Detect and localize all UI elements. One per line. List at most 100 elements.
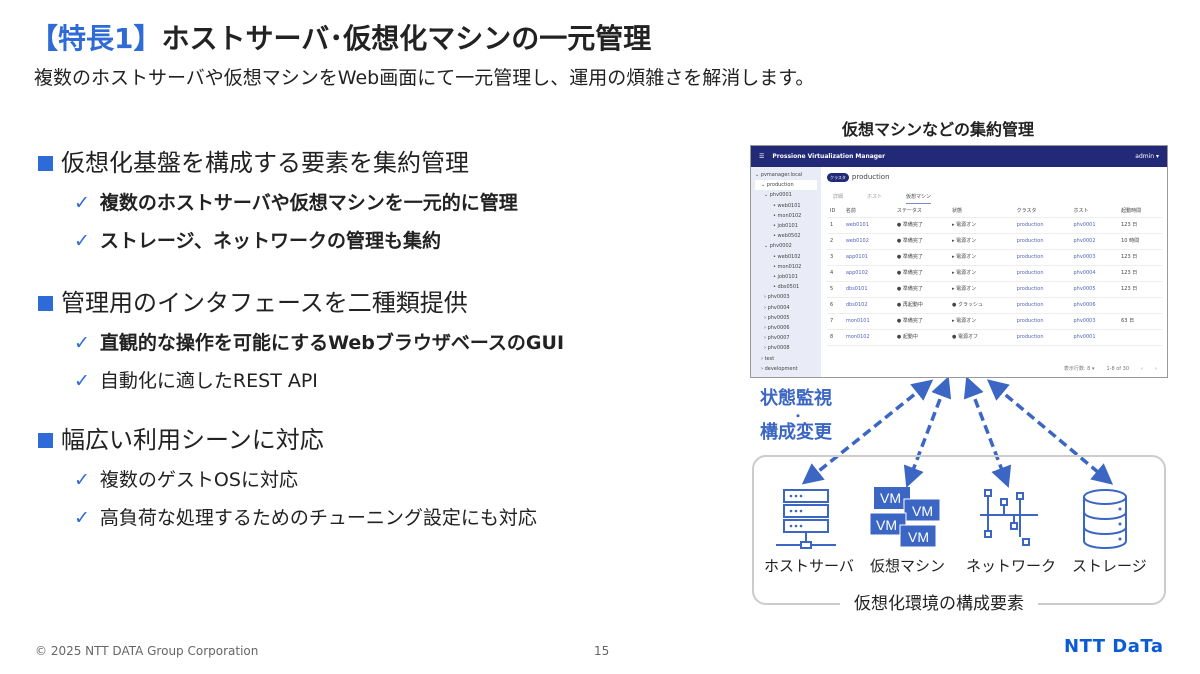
table-cell[interactable]: app0101 <box>842 249 894 266</box>
tree-item[interactable]: › phv0007 <box>764 335 790 342</box>
cluster-name: production <box>851 173 890 181</box>
table-cell[interactable]: production <box>1013 233 1071 250</box>
table-cell[interactable]: phv0005 <box>1070 281 1119 298</box>
table-cell: 3 <box>827 249 843 266</box>
environment-caption: 仮想化環境の構成要素 <box>840 594 1038 614</box>
table-cell[interactable]: phv0001 <box>1070 217 1119 234</box>
table-cell[interactable]: app0102 <box>842 265 894 282</box>
table-cell: ● 準備完了 <box>893 233 950 250</box>
table-cell: ● 準備完了 <box>893 249 950 266</box>
tree-item[interactable]: › development <box>761 365 798 372</box>
column-header[interactable]: 名前 <box>842 207 894 218</box>
tree-item[interactable]: › phv0005 <box>764 314 790 321</box>
tree-item[interactable]: ⌄ phv0002 <box>764 243 792 250</box>
table-cell[interactable]: production <box>1013 297 1071 314</box>
table-cell[interactable]: production <box>1013 281 1071 298</box>
tree-item[interactable]: › test <box>761 355 775 362</box>
next-page-button[interactable]: › <box>1155 366 1157 372</box>
tree-item[interactable]: • job0101 <box>773 223 798 230</box>
square-bullet-icon <box>38 432 53 448</box>
tree-item[interactable]: › phv0008 <box>764 345 790 352</box>
environment-icons: VM VM VM VM <box>776 487 1127 550</box>
tree-item[interactable]: • mon0102 <box>773 263 802 270</box>
table-cell: 5 <box>827 281 843 298</box>
title-tag: 【特長1】 <box>30 22 162 55</box>
tree-item[interactable]: › phv0006 <box>764 325 790 332</box>
tree-item[interactable]: • job0101 <box>773 274 798 281</box>
table-cell[interactable]: phv0003 <box>1070 249 1119 266</box>
label-network: ネットワーク <box>966 557 1057 575</box>
table-cell: ▸ 電源オン <box>949 217 1014 234</box>
table-cell: ▸ 電源オン <box>949 313 1014 330</box>
tab-details[interactable]: 詳細 <box>833 194 844 200</box>
table-cell[interactable]: production <box>1013 217 1071 234</box>
table-cell[interactable]: phv0004 <box>1070 265 1119 282</box>
tree-item[interactable]: • web0502 <box>773 233 801 240</box>
table-cell[interactable]: web0101 <box>842 217 894 234</box>
tree-item[interactable]: › phv0003 <box>764 294 790 301</box>
table-cell: 8 <box>827 329 843 346</box>
check-item: ✓直観的な操作を可能にするWebブラウザベースのGUI <box>74 330 564 356</box>
table-cell[interactable]: web0102 <box>842 233 894 250</box>
table-cell[interactable]: mon0102 <box>842 329 894 346</box>
table-cell[interactable]: phv0002 <box>1070 233 1119 250</box>
table-cell: ● 起動中 <box>893 329 950 346</box>
column-header[interactable]: ID <box>827 207 843 218</box>
app-title: Prossione Virtualization Manager <box>772 153 886 160</box>
user-menu[interactable]: admin ▾ <box>1135 153 1159 160</box>
column-header[interactable]: クラスタ <box>1013 207 1071 218</box>
server-icon <box>776 489 836 549</box>
table-cell: ▸ 電源オン <box>949 233 1014 250</box>
table-cell[interactable]: phv0006 <box>1070 297 1119 314</box>
tree-item[interactable]: ⌄ phv0001 <box>764 192 792 199</box>
table-cell[interactable]: phv0003 <box>1070 313 1119 330</box>
tab-hosts[interactable]: ホスト <box>867 194 883 200</box>
table-cell[interactable]: mon0101 <box>842 313 894 330</box>
section-heading-text: 管理用のインタフェースを二種類提供 <box>61 289 468 317</box>
tree-item[interactable]: • web0102 <box>773 253 801 260</box>
check-icon: ✓ <box>74 192 90 214</box>
table-cell[interactable]: dbs0101 <box>842 281 894 298</box>
table-cell <box>1118 297 1162 314</box>
table-cell: 10 時間 <box>1118 233 1162 250</box>
table-cell: 7 <box>827 313 843 330</box>
table-cell[interactable]: production <box>1013 249 1071 266</box>
section-heading: 管理用のインタフェースを二種類提供 <box>38 288 468 318</box>
table-cell: 123 日 <box>1118 249 1162 266</box>
column-header[interactable]: 起動時間 <box>1118 207 1162 218</box>
table-cell[interactable]: dbs0102 <box>842 297 894 314</box>
tree-item[interactable]: ⌄ pvmanager.local <box>755 172 803 178</box>
table-cell: 2 <box>827 233 843 250</box>
table-cell: 63 日 <box>1118 313 1162 330</box>
table-cell[interactable]: phv0001 <box>1070 329 1119 346</box>
check-item-text: 自動化に適したREST API <box>99 370 318 392</box>
column-header[interactable]: ステータス <box>893 207 950 218</box>
table-cell: ▸ 電源オン <box>949 265 1014 282</box>
column-header[interactable]: ホスト <box>1070 207 1119 218</box>
table-cell: 4 <box>827 265 843 282</box>
table-cell: ● 再起動中 <box>893 297 950 314</box>
menu-icon[interactable]: ☰ <box>759 153 765 160</box>
tree-item[interactable]: › phv0004 <box>764 304 790 311</box>
tree-item[interactable]: • dbs0501 <box>773 284 800 291</box>
column-header[interactable]: 状態 <box>949 207 1014 218</box>
tree-item[interactable]: • web0101 <box>773 202 801 209</box>
prev-page-button[interactable]: ‹ <box>1141 366 1143 372</box>
tree-item[interactable]: • mon0102 <box>773 212 802 219</box>
table-cell[interactable]: production <box>1013 313 1071 330</box>
rows-per-page[interactable]: 表示行数: 8 ▾ <box>1063 366 1095 372</box>
table-cell[interactable]: production <box>1013 265 1071 282</box>
check-icon: ✓ <box>74 230 90 252</box>
table-cell[interactable]: production <box>1013 329 1071 346</box>
storage-icon <box>1083 489 1127 550</box>
tree-item[interactable]: ⌄ production <box>755 180 817 191</box>
tab-vms[interactable]: 仮想マシン <box>906 194 932 204</box>
